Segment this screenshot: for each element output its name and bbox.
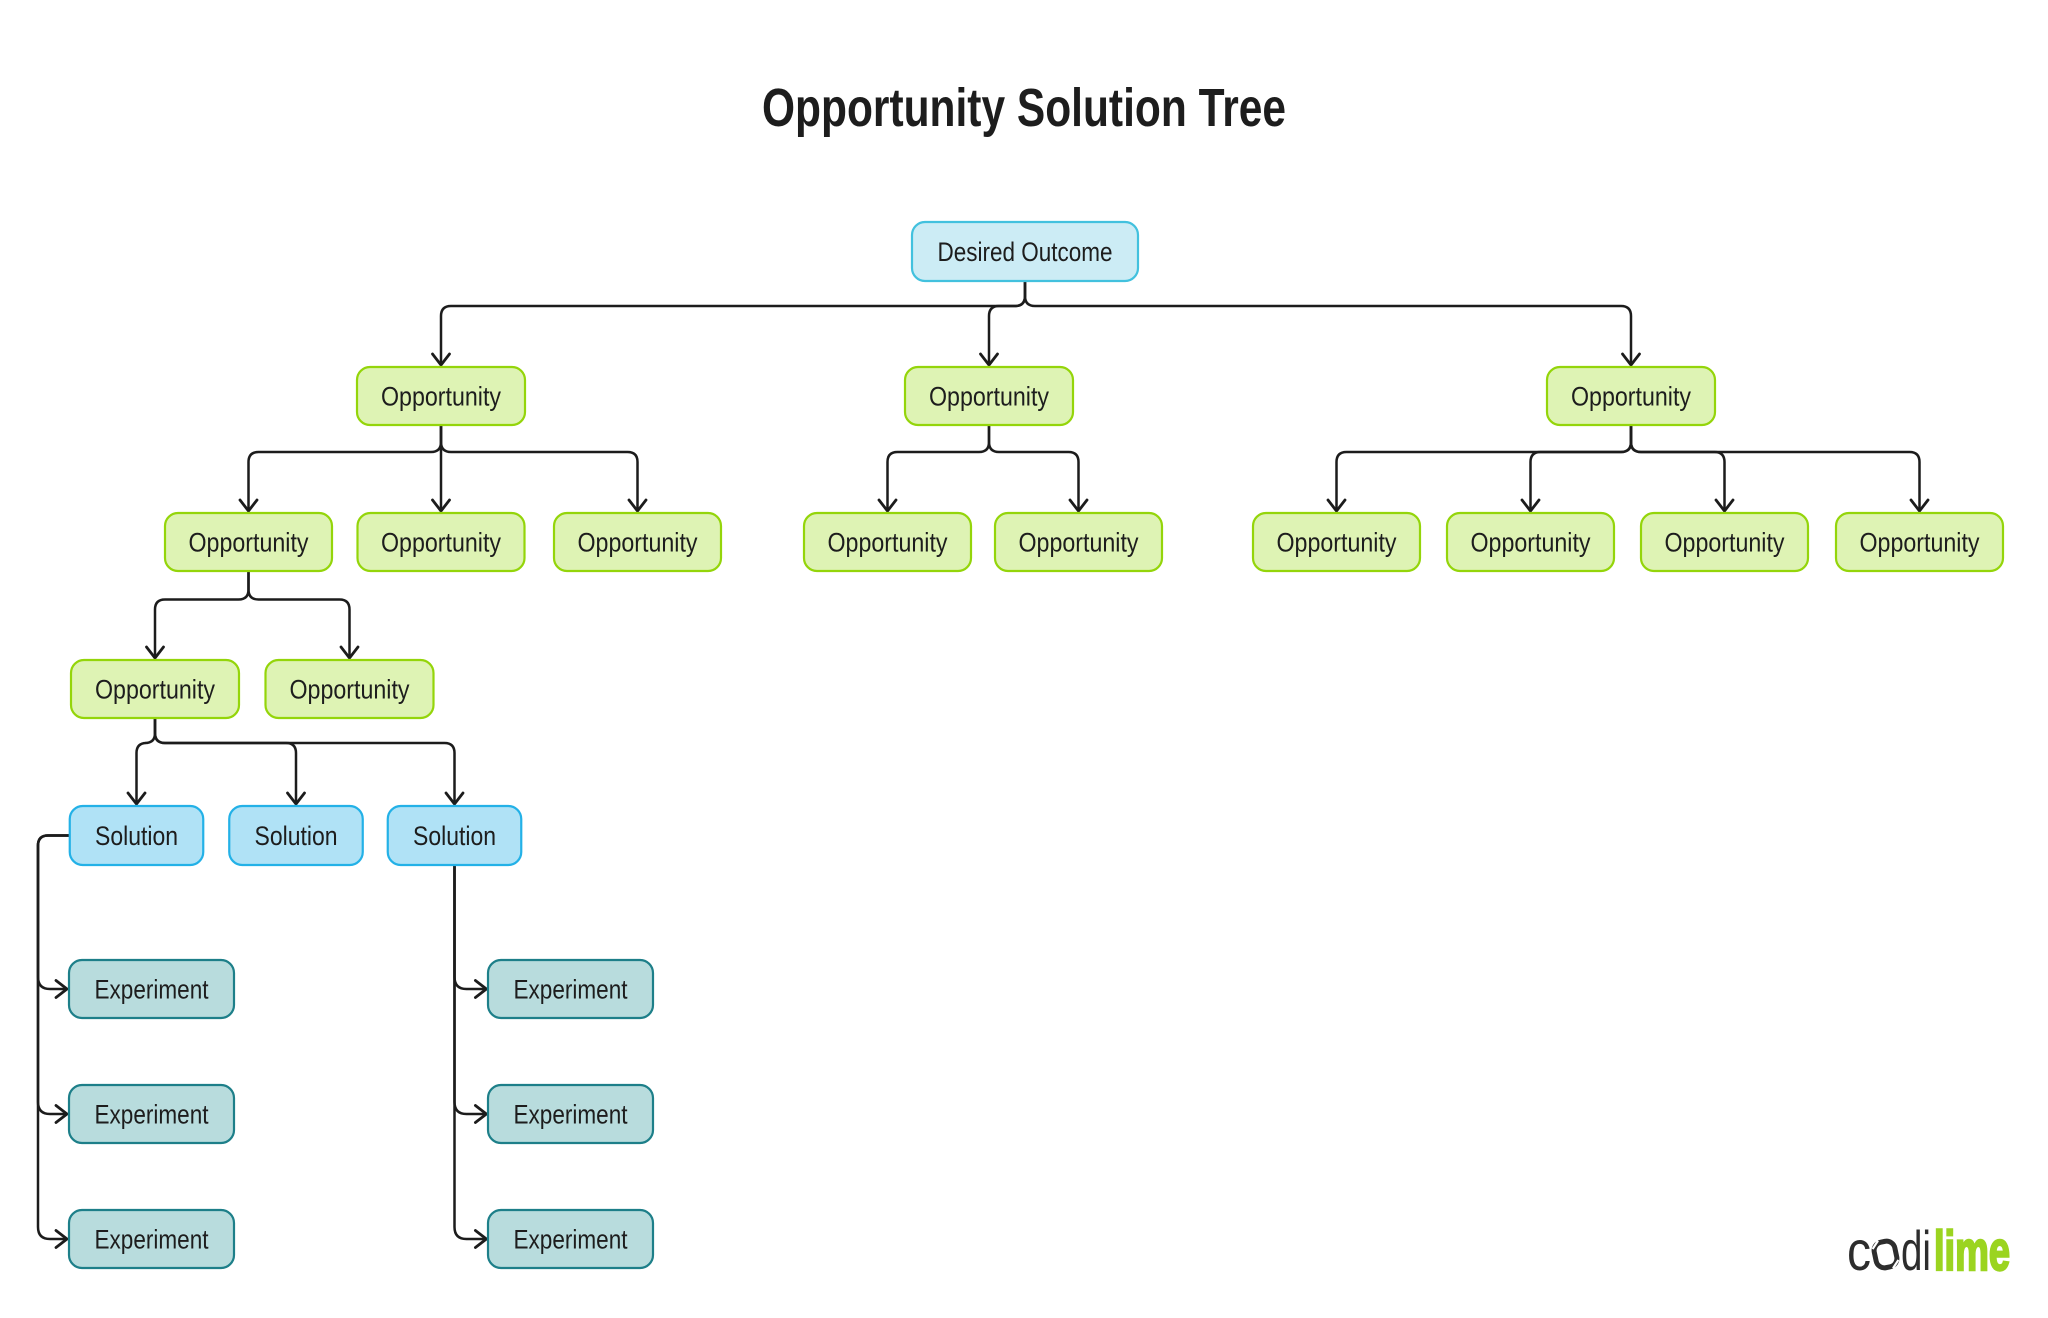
svg-text:Opportunity: Opportunity (1019, 528, 1139, 558)
svg-text:Opportunity: Opportunity (828, 528, 948, 558)
svg-text:Solution: Solution (95, 821, 178, 851)
svg-text:Experiment: Experiment (514, 975, 628, 1005)
svg-text:Experiment: Experiment (95, 975, 209, 1005)
svg-text:Opportunity: Opportunity (381, 382, 501, 412)
svg-text:lime: lime (1934, 1219, 2010, 1282)
svg-text:Experiment: Experiment (514, 1100, 628, 1130)
svg-text:Opportunity Solution Tree: Opportunity Solution Tree (762, 78, 1286, 138)
svg-text:Solution: Solution (255, 821, 338, 851)
svg-text:Opportunity: Opportunity (189, 528, 309, 558)
svg-text:Experiment: Experiment (514, 1225, 628, 1255)
svg-text:Opportunity: Opportunity (1665, 528, 1785, 558)
svg-text:Desired Outcome: Desired Outcome (938, 237, 1113, 267)
svg-text:Opportunity: Opportunity (578, 528, 698, 558)
svg-text:c: c (1847, 1219, 1871, 1282)
svg-text:Opportunity: Opportunity (381, 528, 501, 558)
svg-text:Opportunity: Opportunity (1471, 528, 1591, 558)
svg-text:Opportunity: Opportunity (1277, 528, 1397, 558)
svg-text:Opportunity: Opportunity (1571, 382, 1691, 412)
svg-text:Opportunity: Opportunity (929, 382, 1049, 412)
svg-text:Experiment: Experiment (95, 1225, 209, 1255)
svg-text:Opportunity: Opportunity (290, 675, 410, 705)
svg-text:Opportunity: Opportunity (95, 675, 215, 705)
svg-text:Experiment: Experiment (95, 1100, 209, 1130)
svg-text:Solution: Solution (413, 821, 496, 851)
svg-text:di: di (1901, 1219, 1931, 1282)
svg-text:Opportunity: Opportunity (1860, 528, 1980, 558)
